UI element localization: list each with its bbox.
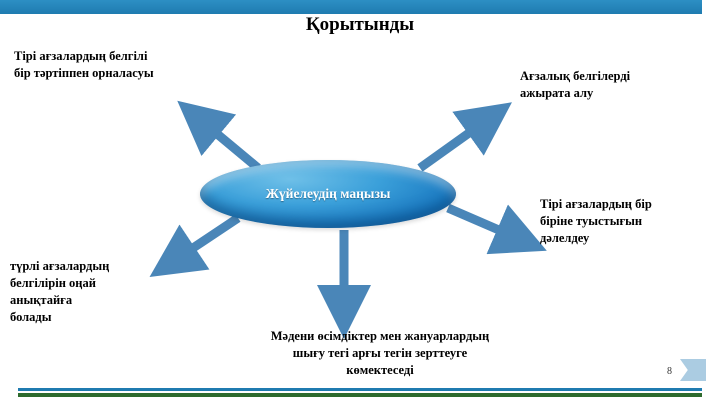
center-node: Жүйелеудің маңызы (200, 160, 456, 228)
arrow-bottom-left (149, 214, 241, 277)
top-decorative-bar (0, 0, 720, 14)
arrow-right (446, 203, 547, 255)
chevron-right-icon (680, 359, 706, 381)
arrow-top-left (177, 100, 261, 172)
slide-title: Қорытынды (305, 14, 415, 35)
bottom-blue-rule (18, 388, 702, 391)
bottom-green-rule (18, 393, 702, 397)
arrow-top-right (417, 102, 512, 172)
center-node-label: Жүйелеудің маңызы (265, 186, 391, 201)
top-bar-right-notch (702, 0, 720, 14)
page-number: 8 (667, 366, 672, 377)
